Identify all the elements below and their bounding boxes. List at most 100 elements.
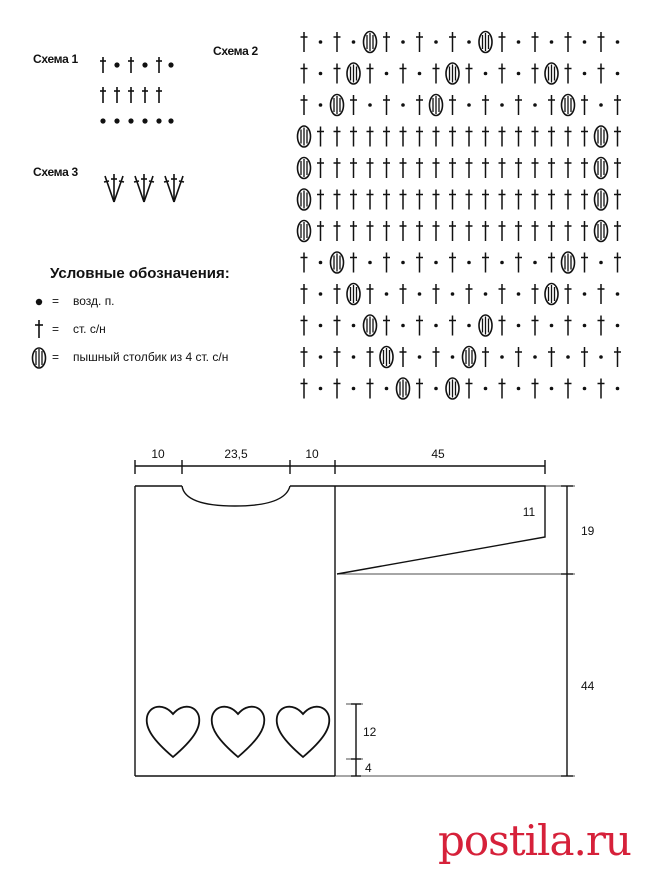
chain-stitch-symbol <box>368 260 372 265</box>
double-crochet-symbol <box>333 284 341 304</box>
double-crochet-symbol <box>482 158 489 178</box>
chain-stitch-symbol <box>318 323 323 328</box>
puff-stitch-symbol <box>379 345 394 369</box>
chain-stitch-symbol <box>318 40 323 44</box>
double-crochet-symbol <box>333 126 341 147</box>
chain-stitch-symbol <box>384 71 389 76</box>
chain-stitch-symbol <box>549 323 554 328</box>
sleeve-outline <box>335 485 546 575</box>
double-crochet-symbol <box>581 347 588 367</box>
legend-eq-1: = <box>52 294 60 308</box>
double-crochet-symbol <box>416 95 423 115</box>
double-crochet-symbol <box>449 126 456 147</box>
chain-stitch-symbol <box>582 71 587 76</box>
double-crochet-symbol <box>449 315 456 336</box>
heart-2 <box>210 705 266 759</box>
double-crochet-symbol <box>300 284 308 304</box>
legend-text-chain: возд. п. <box>73 294 115 308</box>
chain-stitch-symbol <box>401 260 405 265</box>
double-crochet-symbol <box>564 221 572 241</box>
double-crochet-symbol <box>333 158 341 178</box>
double-crochet-symbol <box>383 189 390 210</box>
chain-stitch-symbol <box>434 386 438 391</box>
chain-stitch-symbol <box>566 355 570 359</box>
double-crochet-symbol <box>300 252 308 273</box>
chain-stitch-symbol <box>516 71 521 76</box>
double-crochet-symbol <box>498 63 506 84</box>
dim-heart-height: 12 <box>363 725 377 739</box>
dim-sleeve-cuff: 11 <box>523 505 536 519</box>
double-crochet-symbol <box>614 158 621 178</box>
double-crochet-symbol <box>564 284 572 304</box>
double-crochet-symbol <box>416 315 423 336</box>
double-crochet-symbol <box>597 63 605 84</box>
puff-stitch-symbol <box>461 345 477 369</box>
chain-stitch-symbol <box>516 292 521 296</box>
double-crochet-symbol <box>317 221 324 241</box>
chain-stitch-symbol <box>533 355 537 359</box>
double-crochet-symbol <box>465 63 473 84</box>
double-crochet-symbol <box>614 252 621 273</box>
chain-stitch-symbol <box>351 40 356 44</box>
legend-text-puff: пышный столбик из 4 ст. с/н <box>73 350 229 364</box>
double-crochet-symbol <box>614 95 621 115</box>
chain-stitch-symbol <box>615 292 620 296</box>
chain-stitch-symbol <box>599 260 603 265</box>
double-crochet-symbol <box>498 378 506 399</box>
chain-stitch-symbol <box>384 386 389 391</box>
legend-eq-2: = <box>52 322 60 336</box>
double-crochet-symbol <box>482 221 489 241</box>
puff-stitch-symbol <box>329 251 345 274</box>
double-crochet-symbol <box>515 158 522 178</box>
double-crochet-symbol <box>597 284 605 304</box>
double-crochet-symbol <box>333 347 341 367</box>
chain-stitch-symbol <box>467 103 471 107</box>
double-crochet-symbol <box>432 284 440 304</box>
neckline <box>181 485 291 507</box>
double-crochet-symbol <box>350 252 357 273</box>
chain-stitch-symbol <box>549 40 554 44</box>
double-crochet-symbol <box>515 252 522 273</box>
heart-3 <box>275 705 331 759</box>
legend-eq-3: = <box>52 350 60 364</box>
double-crochet-symbol <box>350 126 357 147</box>
double-crochet-symbol <box>548 158 555 178</box>
double-crochet-symbol <box>531 378 539 399</box>
chain-stitch-symbol <box>516 323 521 328</box>
double-crochet-symbol <box>564 63 572 84</box>
dim-sleeve-height: 19 <box>581 524 595 538</box>
double-crochet-symbol <box>432 347 440 367</box>
double-crochet-symbol <box>432 221 440 241</box>
double-crochet-symbol <box>399 221 407 241</box>
postila-logo: postila.ru <box>438 816 632 865</box>
heart-1 <box>145 705 201 759</box>
chain-stitch-symbol <box>615 386 620 391</box>
double-crochet-symbol <box>465 126 473 147</box>
puff-stitch-symbol <box>593 219 609 243</box>
double-crochet-symbol <box>432 158 440 178</box>
double-crochet-symbol <box>350 95 357 115</box>
puff-stitch-symbol <box>445 377 460 400</box>
double-crochet-symbol <box>515 95 522 115</box>
double-crochet-symbol <box>366 284 374 304</box>
chain-stitch-symbol <box>582 40 587 44</box>
double-crochet-symbol <box>383 221 390 241</box>
chain-stitch-symbol <box>434 323 438 328</box>
double-crochet-symbol <box>614 189 621 210</box>
double-crochet-symbol <box>300 63 308 84</box>
double-crochet-symbol <box>416 158 423 178</box>
puff-stitch-symbol <box>445 62 460 85</box>
chain-stitch-symbol <box>368 103 372 107</box>
double-crochet-symbol <box>383 95 390 115</box>
double-crochet-symbol <box>366 221 374 241</box>
double-crochet-symbol <box>564 158 572 178</box>
double-crochet-symbol <box>564 126 572 147</box>
double-crochet-symbol <box>564 189 572 210</box>
chain-stitch-symbol <box>483 71 488 76</box>
double-crochet-symbol <box>366 189 374 210</box>
double-crochet-symbol <box>531 189 539 210</box>
double-crochet-symbol <box>416 126 423 147</box>
double-crochet-symbol <box>465 221 473 241</box>
double-crochet-symbol <box>366 126 374 147</box>
double-crochet-symbol <box>449 252 456 273</box>
